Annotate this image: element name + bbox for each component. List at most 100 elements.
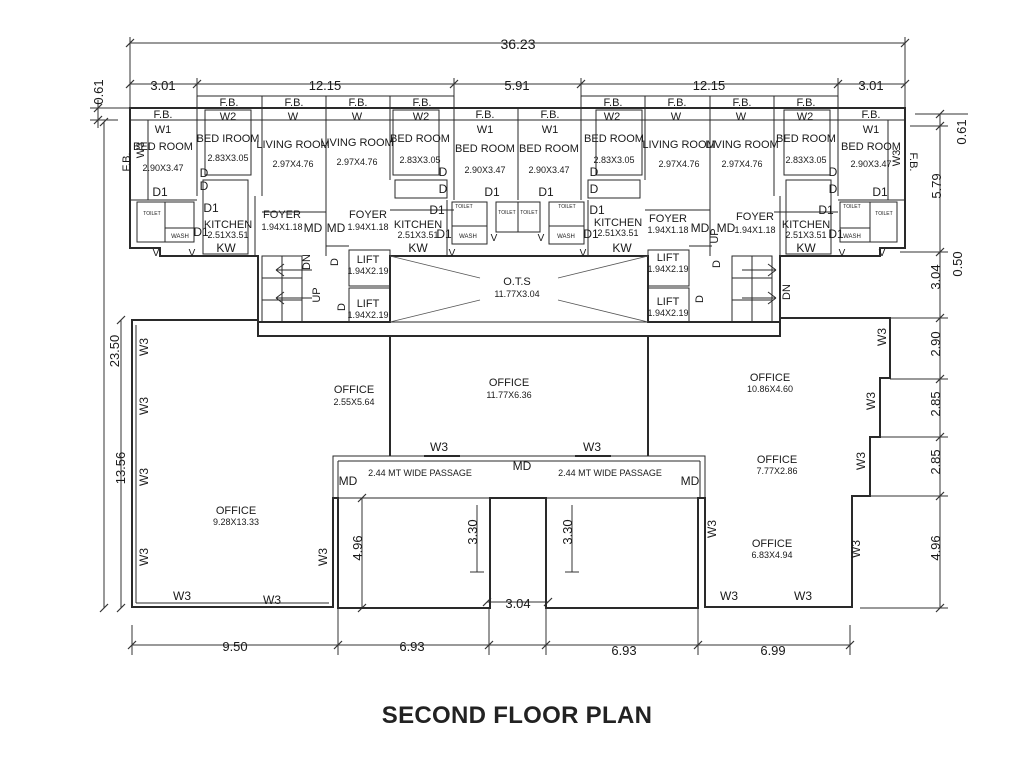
window-label: W2 [413, 111, 430, 123]
window-label: W3 [137, 548, 151, 566]
dim-inner-3: 3.30 [560, 519, 575, 544]
office-size: 9.28X13.33 [213, 517, 259, 527]
lift-name: LIFT [357, 298, 380, 310]
toilet-label: TOILET [520, 210, 537, 216]
main-door-label: MD [327, 221, 346, 235]
bed-room-name: BED ROOM [519, 143, 579, 155]
bed-room-size: 2.83X3.05 [785, 155, 826, 165]
bed-room-size: 2.90X3.47 [142, 163, 183, 173]
living-room-size: 2.97X4.76 [721, 159, 762, 169]
living-room-size: 2.97X4.76 [272, 159, 313, 169]
bed-room-size: 2.83X3.05 [399, 155, 440, 165]
fb-label: F.B. [220, 97, 239, 109]
dim-top-3: 5.91 [504, 78, 529, 93]
foyer-size: 1.94X1.18 [647, 225, 688, 235]
window-label: W3 [137, 338, 151, 356]
foyer-size: 1.94X1.18 [347, 222, 388, 232]
door-label: D [590, 182, 599, 196]
main-door-label: MD [681, 474, 700, 488]
bed-room-name: BED ROOM [133, 141, 193, 153]
door-label: D [439, 182, 448, 196]
office-size: 2.55X5.64 [333, 397, 374, 407]
door-label: D1 [828, 227, 844, 241]
dim-right-5: 2.90 [928, 331, 943, 356]
office-size: 10.86X4.60 [747, 384, 793, 394]
fb-label: F.B. [604, 97, 623, 109]
door-label: D [590, 165, 599, 179]
dim-right-6: 2.85 [928, 391, 943, 416]
labels: F.B. F.B. F.B. F.B. F.B. F.B. F.B. F.B. … [121, 97, 919, 607]
office-name: OFFICE [216, 505, 256, 517]
door-label: D1 [436, 227, 452, 241]
fb-label: F.B. [476, 109, 495, 121]
office-name: OFFICE [489, 377, 529, 389]
dim-overall: 36.23 [500, 36, 535, 52]
bed-room-size: 2.83X3.05 [207, 153, 248, 163]
dim-bottom-1: 9.50 [222, 639, 247, 654]
ots-name: O.T.S [503, 276, 531, 288]
bed-room-size: 2.90X3.47 [850, 159, 891, 169]
fb-label: F.B. [733, 97, 752, 109]
dim-bottom-5: 6.99 [760, 643, 785, 658]
fb-label: F.B. [907, 153, 919, 172]
lift-size: 1.94X2.19 [347, 310, 388, 320]
main-door-label: MD [304, 221, 323, 235]
window-label: W [288, 111, 299, 123]
foyer-name: FOYER [736, 211, 774, 223]
stair-dn: DN [301, 254, 313, 270]
window-label: W2 [797, 111, 814, 123]
wash-label: WASH [843, 234, 861, 240]
vent-label: V [189, 248, 196, 259]
window-label: W3 [720, 589, 738, 603]
door-label: D1 [583, 227, 599, 241]
wash-label: WASH [557, 234, 575, 240]
window-label: W3 [794, 589, 812, 603]
fb-label: F.B. [668, 97, 687, 109]
kw-label: KW [796, 241, 816, 255]
passage-label: 2.44 MT WIDE PASSAGE [558, 468, 662, 478]
door-label: D [829, 182, 838, 196]
main-door-label: MD [513, 459, 532, 473]
vent-label: V [879, 248, 886, 259]
window-label: W3 [583, 440, 601, 454]
stair-dn: DN [781, 284, 793, 300]
fb-label: F.B. [349, 97, 368, 109]
office-name: OFFICE [334, 384, 374, 396]
dim-top-offset: 0.61 [91, 79, 106, 104]
window-label: W1 [863, 124, 880, 136]
window-label: W3 [137, 397, 151, 415]
partitions [130, 95, 905, 499]
window-label: W [671, 111, 682, 123]
living-room-name: LIVING ROOM [256, 139, 329, 151]
ots-size: 11.77X3.04 [494, 289, 539, 299]
office-name: OFFICE [757, 454, 797, 466]
vent-label: V [580, 248, 587, 259]
vent-label: V [839, 248, 846, 259]
dim-right-3: 3.04 [928, 264, 943, 289]
door-label: D [336, 303, 348, 311]
wash-label: WASH [171, 234, 189, 240]
door-label: D1 [152, 185, 168, 199]
door-label: D [711, 260, 723, 268]
window-label: W3 [875, 328, 889, 346]
main-door-label: MD [339, 474, 358, 488]
dim-left-1: 23.50 [107, 335, 122, 368]
bed-room-name: BED ROOM [584, 133, 644, 145]
lift-name: LIFT [657, 296, 680, 308]
dim-top-1: 3.01 [150, 78, 175, 93]
window-label: W1 [542, 124, 559, 136]
door-label: D1 [484, 185, 500, 199]
dim-right-1: 0.61 [954, 119, 969, 144]
toilet-label: TOILET [875, 211, 892, 217]
window-label: W3 [137, 468, 151, 486]
living-room-size: 2.97X4.76 [658, 159, 699, 169]
lift-name: LIFT [657, 252, 680, 264]
kitchen-size: 2.51X3.51 [785, 230, 826, 240]
living-room-name: LIVING ROOM [705, 139, 778, 151]
living-room-size: 2.97X4.76 [336, 157, 377, 167]
door-label: D [200, 179, 209, 193]
kitchen-size: 2.51X3.51 [397, 230, 438, 240]
kw-label: KW [612, 241, 632, 255]
fb-label: F.B. [862, 109, 881, 121]
